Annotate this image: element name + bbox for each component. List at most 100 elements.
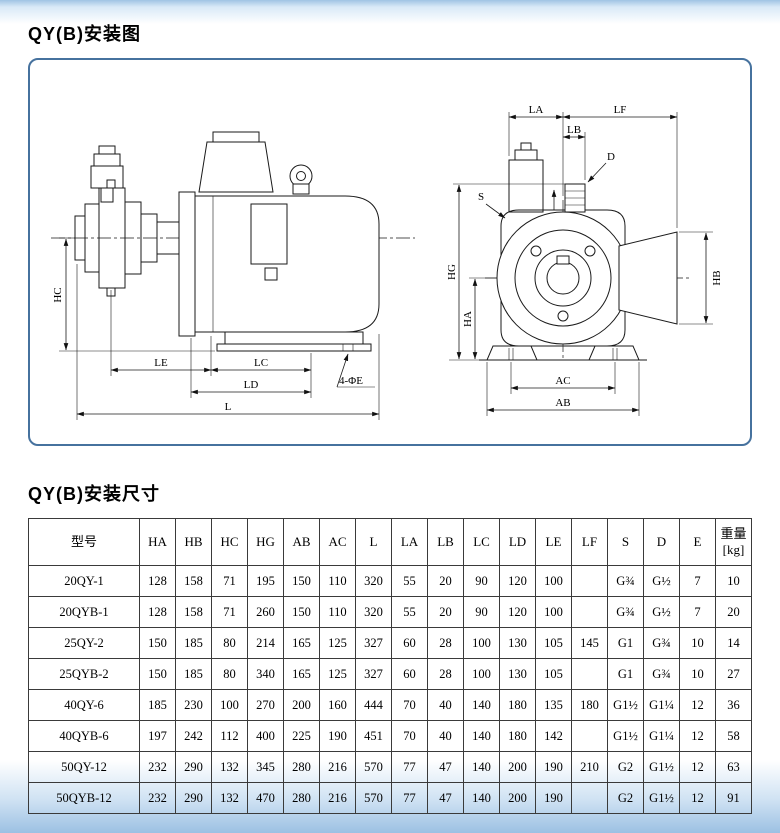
value-cell: 158 <box>175 596 212 628</box>
value-cell: 70 <box>391 720 428 752</box>
value-cell: 290 <box>175 751 212 783</box>
value-cell: 200 <box>499 751 536 783</box>
value-cell: 140 <box>463 689 500 721</box>
dim-label-lb: LB <box>567 124 581 136</box>
dim-label-hb: HB <box>711 270 723 285</box>
value-cell: 180 <box>499 720 536 752</box>
value-cell: 320 <box>355 565 392 597</box>
value-cell: G1 <box>607 627 644 659</box>
column-header: LB <box>427 518 464 566</box>
value-cell: 150 <box>283 565 320 597</box>
value-cell: 128 <box>139 596 176 628</box>
column-header: L <box>355 518 392 566</box>
model-cell: 25QY-2 <box>28 627 140 659</box>
value-cell: 90 <box>463 596 500 628</box>
value-cell: 120 <box>499 565 536 597</box>
model-cell: 40QY-6 <box>28 689 140 721</box>
value-cell: G1¼ <box>643 720 680 752</box>
value-cell: 242 <box>175 720 212 752</box>
value-cell: 58 <box>715 720 752 752</box>
value-cell: 27 <box>715 658 752 690</box>
value-cell: 20 <box>715 596 752 628</box>
value-cell <box>571 782 608 814</box>
value-cell: 190 <box>535 782 572 814</box>
value-cell: 570 <box>355 751 392 783</box>
value-cell: 197 <box>139 720 176 752</box>
model-cell: 20QYB-1 <box>28 596 140 628</box>
value-cell: 280 <box>283 751 320 783</box>
value-cell: 7 <box>679 596 716 628</box>
value-cell: 200 <box>499 782 536 814</box>
value-cell: 71 <box>211 596 248 628</box>
value-cell: 20 <box>427 596 464 628</box>
mounting-feet-front <box>479 345 647 361</box>
motor-body <box>178 191 380 337</box>
value-cell: 320 <box>355 596 392 628</box>
value-cell: 120 <box>499 596 536 628</box>
column-header: LE <box>535 518 572 566</box>
value-cell: 165 <box>283 658 320 690</box>
pump-side-view-drawing: HC LE LC LD L 4-ΦE <box>51 131 415 420</box>
column-header: HG <box>247 518 284 566</box>
model-cell: 25QYB-2 <box>28 658 140 690</box>
value-cell: 225 <box>283 720 320 752</box>
dim-label-hc: HC <box>52 287 64 302</box>
value-cell: 451 <box>355 720 392 752</box>
value-cell: 100 <box>463 658 500 690</box>
value-cell: 165 <box>283 627 320 659</box>
lifting-eye-bolt <box>289 164 313 195</box>
value-cell: 290 <box>175 782 212 814</box>
model-cell: 50QYB-12 <box>28 782 140 814</box>
value-cell: 10 <box>715 565 752 597</box>
model-cell: 20QY-1 <box>28 565 140 597</box>
value-cell: 158 <box>175 565 212 597</box>
column-header: HC <box>211 518 248 566</box>
value-cell: 470 <box>247 782 284 814</box>
value-cell: 10 <box>679 658 716 690</box>
value-cell: G¾ <box>643 627 680 659</box>
pump-head <box>74 179 180 297</box>
value-cell: G1½ <box>643 751 680 783</box>
value-cell: 100 <box>463 627 500 659</box>
pump-end-view-drawing: LA LF LB D S HG HA HB <box>446 104 723 416</box>
value-cell: 200 <box>283 689 320 721</box>
value-cell: 77 <box>391 782 428 814</box>
value-cell: 125 <box>319 627 356 659</box>
value-cell: 10 <box>679 627 716 659</box>
value-cell: 132 <box>211 751 248 783</box>
value-cell: 110 <box>319 596 356 628</box>
value-cell: 12 <box>679 751 716 783</box>
value-cell: 70 <box>391 689 428 721</box>
value-cell: G¾ <box>607 596 644 628</box>
value-cell: 180 <box>499 689 536 721</box>
value-cell: 140 <box>463 782 500 814</box>
column-header: HB <box>175 518 212 566</box>
column-header: D <box>643 518 680 566</box>
pressure-regulator <box>90 145 124 203</box>
value-cell: 100 <box>535 596 572 628</box>
pump-face-circles <box>496 211 630 345</box>
value-cell: 270 <box>247 689 284 721</box>
value-cell: 7 <box>679 565 716 597</box>
value-cell: 232 <box>139 751 176 783</box>
value-cell: G½ <box>643 596 680 628</box>
value-cell: 140 <box>463 720 500 752</box>
value-cell: 105 <box>535 658 572 690</box>
outlet-cone <box>618 231 678 325</box>
value-cell: 185 <box>175 658 212 690</box>
value-cell: 105 <box>535 627 572 659</box>
dim-label-s: S <box>478 191 484 203</box>
value-cell: 216 <box>319 751 356 783</box>
discharge-port <box>564 183 586 213</box>
value-cell: 60 <box>391 658 428 690</box>
value-cell: 185 <box>175 627 212 659</box>
value-cell: 55 <box>391 565 428 597</box>
